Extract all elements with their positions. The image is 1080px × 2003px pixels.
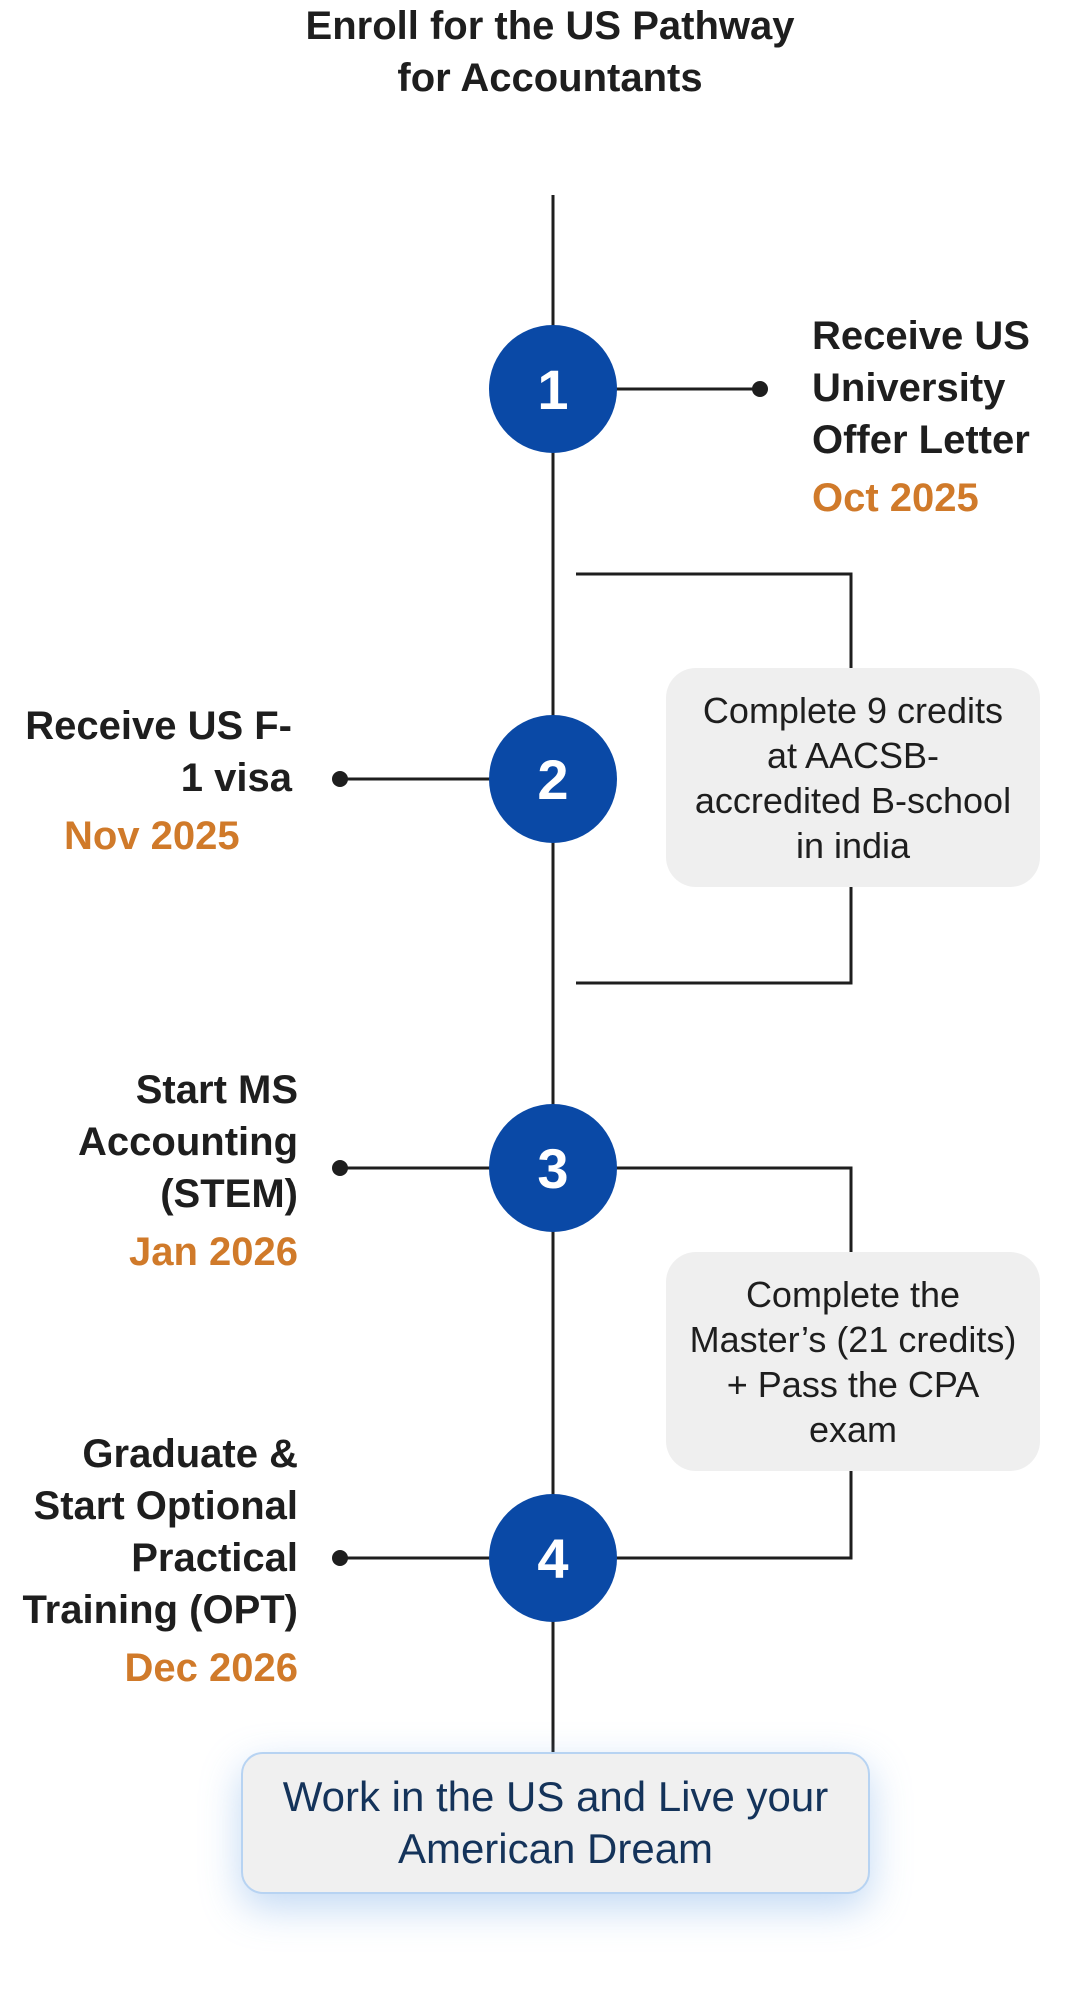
step-node-2: 2 [489,715,617,843]
step-1: Receive US University Offer Letter Oct 2… [812,310,1074,524]
step-1-date: Oct 2025 [812,476,979,520]
step-node-1: 1 [489,325,617,453]
step-3-date: Jan 2026 [128,1230,298,1274]
note-text-2: Complete the Master’s (21 credits) + Pas… [689,1273,1017,1450]
step-1-label: Receive US University Offer Letter [812,314,1030,462]
step-node-4: 4 [489,1494,617,1622]
step-4-date: Dec 2026 [124,1646,298,1690]
step-3: Start MS Accounting (STEM) Jan 2026 [20,1064,298,1278]
diagram-title: Enroll for the US Pathway for Accountant… [305,4,795,100]
step-3-label: Start MS Accounting (STEM) [78,1068,298,1216]
step-2-date: Nov 2025 [64,814,240,858]
connector-dot-3 [332,1160,348,1176]
note-box-2: Complete the Master’s (21 credits) + Pas… [666,1252,1040,1471]
final-goal-text: Work in the US and Live your American Dr… [282,1773,829,1872]
connector-dot-2 [332,771,348,787]
step-2-label: Receive US F-1 visa [25,704,292,800]
step-4: Graduate & Start Optional Practical Trai… [4,1428,298,1694]
step-4-label: Graduate & Start Optional Practical Trai… [22,1432,298,1632]
final-goal-box: Work in the US and Live your American Dr… [241,1752,870,1894]
connector-dot-1 [752,381,768,397]
note-box-1: Complete 9 credits at AACSB-accredited B… [666,668,1040,887]
connector-dot-4 [332,1550,348,1566]
step-2: Receive US F-1 visa Nov 2025 [20,700,292,862]
note-text-1: Complete 9 credits at AACSB-accredited B… [694,689,1012,866]
step-node-3: 3 [489,1104,617,1232]
